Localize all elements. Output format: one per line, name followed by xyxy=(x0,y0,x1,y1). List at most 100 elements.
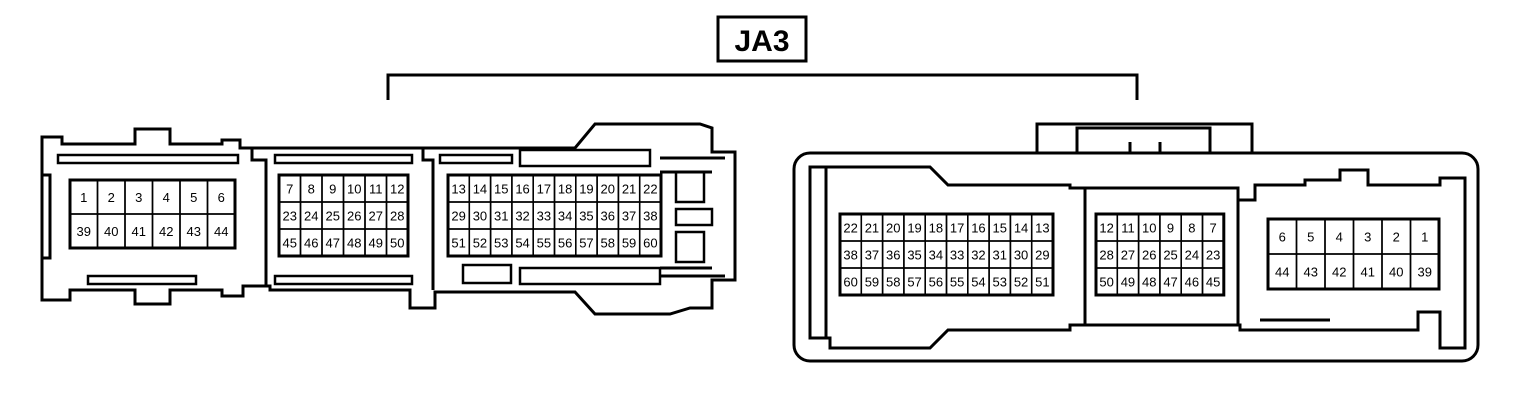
pin-number: 14 xyxy=(1014,221,1028,236)
pin-number: 25 xyxy=(1163,248,1177,263)
pin-number: 44 xyxy=(1275,265,1289,280)
pin-number: 34 xyxy=(558,209,572,224)
pin-number: 51 xyxy=(1035,275,1049,290)
pin-number: 52 xyxy=(473,236,487,251)
pin-number: 53 xyxy=(993,275,1007,290)
pin-number: 10 xyxy=(347,182,361,197)
pin-number: 4 xyxy=(1336,230,1343,245)
pin-number: 33 xyxy=(537,209,551,224)
pin-number: 26 xyxy=(347,209,361,224)
pin-number: 39 xyxy=(77,224,91,239)
pin-number: 50 xyxy=(390,236,404,251)
pin-number: 10 xyxy=(1142,221,1156,236)
pin-number: 27 xyxy=(369,209,383,224)
pin-number: 57 xyxy=(907,275,921,290)
pin-number: 36 xyxy=(601,209,615,224)
pin-number: 55 xyxy=(950,275,964,290)
pin-number: 9 xyxy=(329,182,336,197)
pin-number: 35 xyxy=(907,248,921,263)
pin-number: 54 xyxy=(971,275,985,290)
pin-number: 26 xyxy=(1142,248,1156,263)
pin-number: 8 xyxy=(1188,221,1195,236)
pin-number: 21 xyxy=(622,182,636,197)
pin-number: 19 xyxy=(579,182,593,197)
pin-number: 41 xyxy=(1361,265,1375,280)
pin-number: 37 xyxy=(622,209,636,224)
pin-number: 18 xyxy=(929,221,943,236)
pin-number: 48 xyxy=(1142,275,1156,290)
pin-number: 33 xyxy=(950,248,964,263)
pin-number: 38 xyxy=(843,248,857,263)
pin-number: 5 xyxy=(1307,230,1314,245)
lock-block xyxy=(674,207,714,227)
pin-number: 2 xyxy=(1393,230,1400,245)
pin-number: 53 xyxy=(494,236,508,251)
right-connector xyxy=(792,122,1480,363)
pin-number: 59 xyxy=(865,275,879,290)
pin-number: 29 xyxy=(1035,248,1049,263)
slot xyxy=(518,266,662,286)
pin-number: 40 xyxy=(104,224,118,239)
pin-cell xyxy=(1409,253,1440,290)
pin-number: 47 xyxy=(326,236,340,251)
pin-number: 42 xyxy=(159,224,173,239)
pin-number: 17 xyxy=(537,182,551,197)
left-connector xyxy=(40,122,737,316)
cavity-wall xyxy=(250,148,268,286)
pin-number: 7 xyxy=(286,182,293,197)
connector-title: JA3 xyxy=(734,25,789,58)
pin-number: 22 xyxy=(843,221,857,236)
connector-label: JA3 xyxy=(716,15,808,63)
pin-number: 29 xyxy=(451,209,465,224)
pin-number: 11 xyxy=(369,182,383,197)
pin-number: 2 xyxy=(108,190,115,205)
pin-cell xyxy=(1030,267,1054,296)
pin-number: 46 xyxy=(1185,275,1199,290)
pin-number: 55 xyxy=(537,236,551,251)
pin-number: 60 xyxy=(643,236,657,251)
pin-number: 27 xyxy=(1121,248,1135,263)
pin-number: 28 xyxy=(390,209,404,224)
pin-number: 17 xyxy=(950,221,964,236)
pin-number: 38 xyxy=(643,209,657,224)
pin-number: 6 xyxy=(218,190,225,205)
pin-number: 57 xyxy=(579,236,593,251)
pin-number: 59 xyxy=(622,236,636,251)
slot xyxy=(518,148,652,168)
pin-number: 34 xyxy=(929,248,943,263)
pin-number: 45 xyxy=(1206,275,1220,290)
pin-number: 50 xyxy=(1099,275,1113,290)
pin-number: 56 xyxy=(929,275,943,290)
pin-number: 30 xyxy=(1014,248,1028,263)
label-box xyxy=(716,15,808,63)
pin-number: 18 xyxy=(558,182,572,197)
pin-number: 12 xyxy=(390,182,404,197)
slot xyxy=(56,153,240,165)
pin-number: 28 xyxy=(1099,248,1113,263)
pin-number: 21 xyxy=(865,221,879,236)
pin-number: 20 xyxy=(886,221,900,236)
pin-number: 42 xyxy=(1332,265,1346,280)
pin-number: 56 xyxy=(558,236,572,251)
pin-number: 13 xyxy=(451,182,465,197)
pin-number: 13 xyxy=(1035,221,1049,236)
slot xyxy=(461,263,513,285)
pin-number: 1 xyxy=(80,190,87,205)
pin-number: 47 xyxy=(1163,275,1177,290)
pin-number: 32 xyxy=(971,248,985,263)
pin-number: 20 xyxy=(601,182,615,197)
pin-number: 39 xyxy=(1418,265,1432,280)
pin-number: 45 xyxy=(283,236,297,251)
slot xyxy=(438,153,514,165)
lock-arm xyxy=(660,156,725,278)
pin-number: 8 xyxy=(308,182,315,197)
pin-number: 6 xyxy=(1279,230,1286,245)
pin-number: 37 xyxy=(865,248,879,263)
pin-number: 11 xyxy=(1121,221,1135,236)
pin-number: 32 xyxy=(515,209,529,224)
pin-number: 23 xyxy=(283,209,297,224)
pin-number: 15 xyxy=(993,221,1007,236)
